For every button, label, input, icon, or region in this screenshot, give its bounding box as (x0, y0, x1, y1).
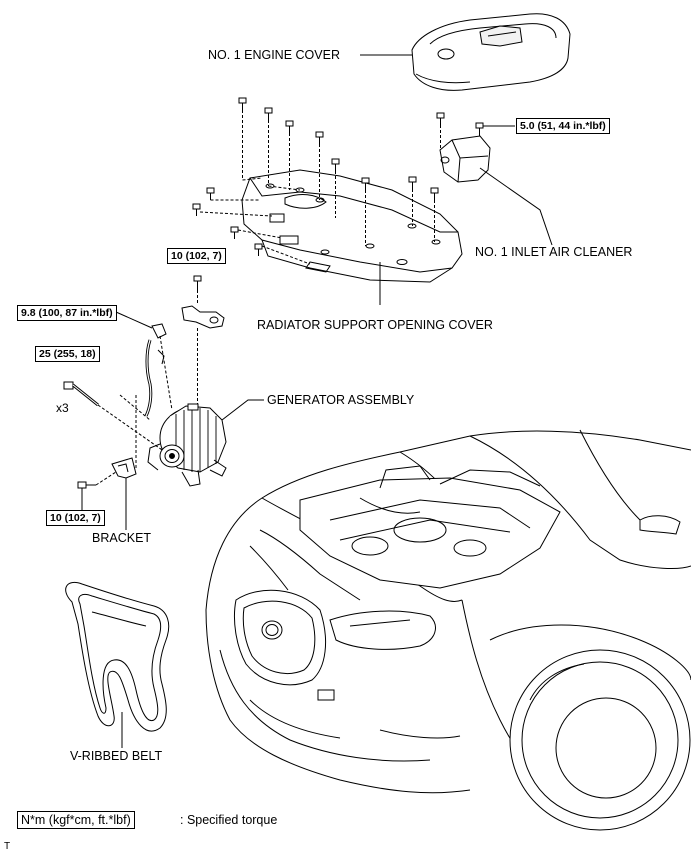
inlet-air-cleaner-leader (479, 167, 553, 246)
terminal-bolt-and-wire (181, 275, 225, 410)
corner-mark: T (4, 841, 11, 852)
bracket-bolt-torque-box: 10 (102, 7) (46, 510, 105, 526)
generator-assembly-drawing (147, 403, 227, 487)
v-ribbed-belt-label: V-RIBBED BELT (70, 749, 163, 763)
inlet-air-cleaner-drawing (439, 122, 491, 183)
air-cleaner-torque-box: 5.0 (51, 44 in.*lbf) (516, 118, 610, 134)
generator-bolt-drawing (63, 381, 166, 470)
bracket-label: BRACKET (92, 531, 152, 545)
bolt-quantity-label: x3 (56, 401, 69, 415)
bracket-drawing (77, 457, 137, 489)
generator-bolt-torque-box: 25 (255, 18) (35, 346, 100, 362)
engine-cover-label: NO. 1 ENGINE COVER (208, 48, 340, 62)
generator-leader (221, 399, 264, 421)
generator-harness (144, 323, 173, 417)
terminal-nut-torque-box: 9.8 (100, 87 in.*lbf) (17, 305, 117, 321)
radiator-cover-label: RADIATOR SUPPORT OPENING COVER (257, 318, 493, 332)
torque-legend-text: : Specified torque (180, 813, 278, 827)
engine-cover-drawing (411, 13, 571, 91)
terminal-nut-torque-leader (115, 311, 153, 329)
inlet-air-cleaner-label: NO. 1 INLET AIR CLEANER (475, 245, 633, 259)
cover-bolts (192, 97, 445, 265)
v-ribbed-belt-drawing (65, 582, 170, 732)
vehicle-drawing (205, 429, 691, 831)
torque-unit-legend-box: N*m (kgf*cm, ft.*lbf) (17, 811, 135, 829)
generator-label: GENERATOR ASSEMBLY (267, 393, 415, 407)
cover-bolt-torque-box: 10 (102, 7) (167, 248, 226, 264)
